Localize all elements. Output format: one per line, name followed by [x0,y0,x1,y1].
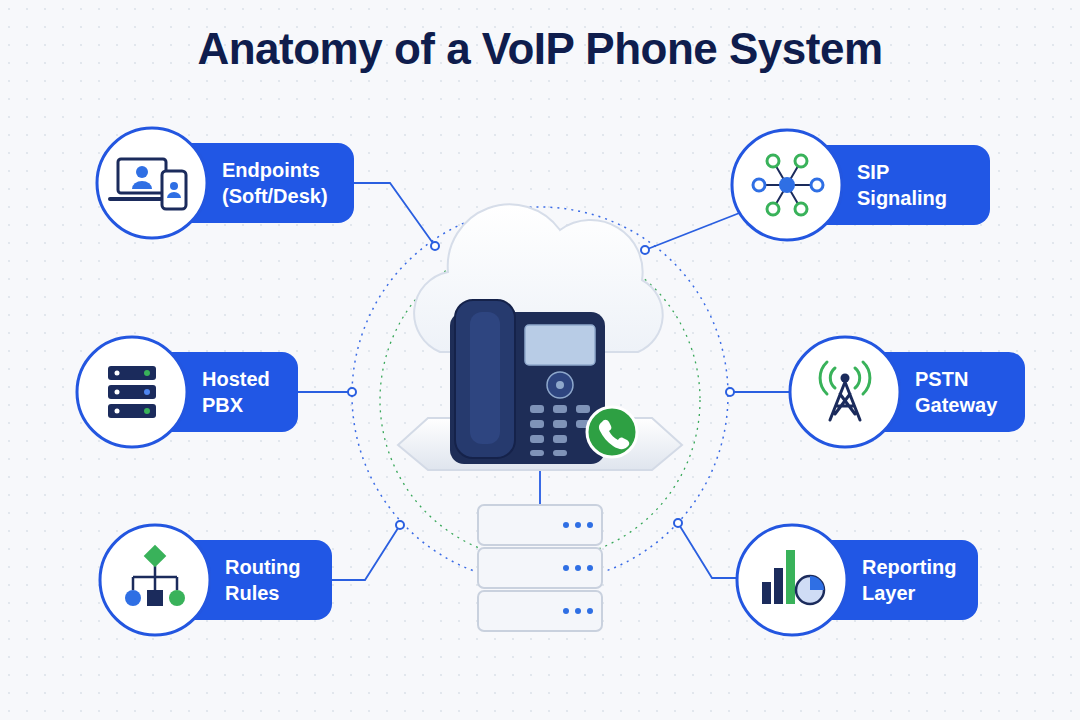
component-label: Endpoints (Soft/Desk) [222,157,338,209]
server-stack [478,505,602,631]
component-label: Hosted PBX [202,366,282,418]
pbx-icon [77,337,192,447]
server-link [539,468,541,506]
leader-lines [282,183,789,580]
pstn-icon [790,337,905,447]
component-label: SIP Signaling [857,159,953,211]
component-pill: PSTN Gateway [901,352,1025,432]
desk-phone [450,300,637,464]
endpoints-icon [97,128,212,238]
component-label: Reporting Layer [862,554,962,606]
routing-icon [100,525,215,635]
component-pill: Routing Rules [211,540,332,620]
component-pill: SIP Signaling [843,145,990,225]
title: Anatomy of a VoIP Phone System [0,24,1080,74]
component-label: PSTN Gateway [915,366,1007,418]
component-pill: Endpoints (Soft/Desk) [208,143,354,223]
sip-icon [732,130,847,240]
component-pill: Hosted PBX [188,352,298,432]
component-pill: Reporting Layer [848,540,978,620]
component-label: Routing Rules [225,554,311,606]
reporting-icon [737,525,852,635]
